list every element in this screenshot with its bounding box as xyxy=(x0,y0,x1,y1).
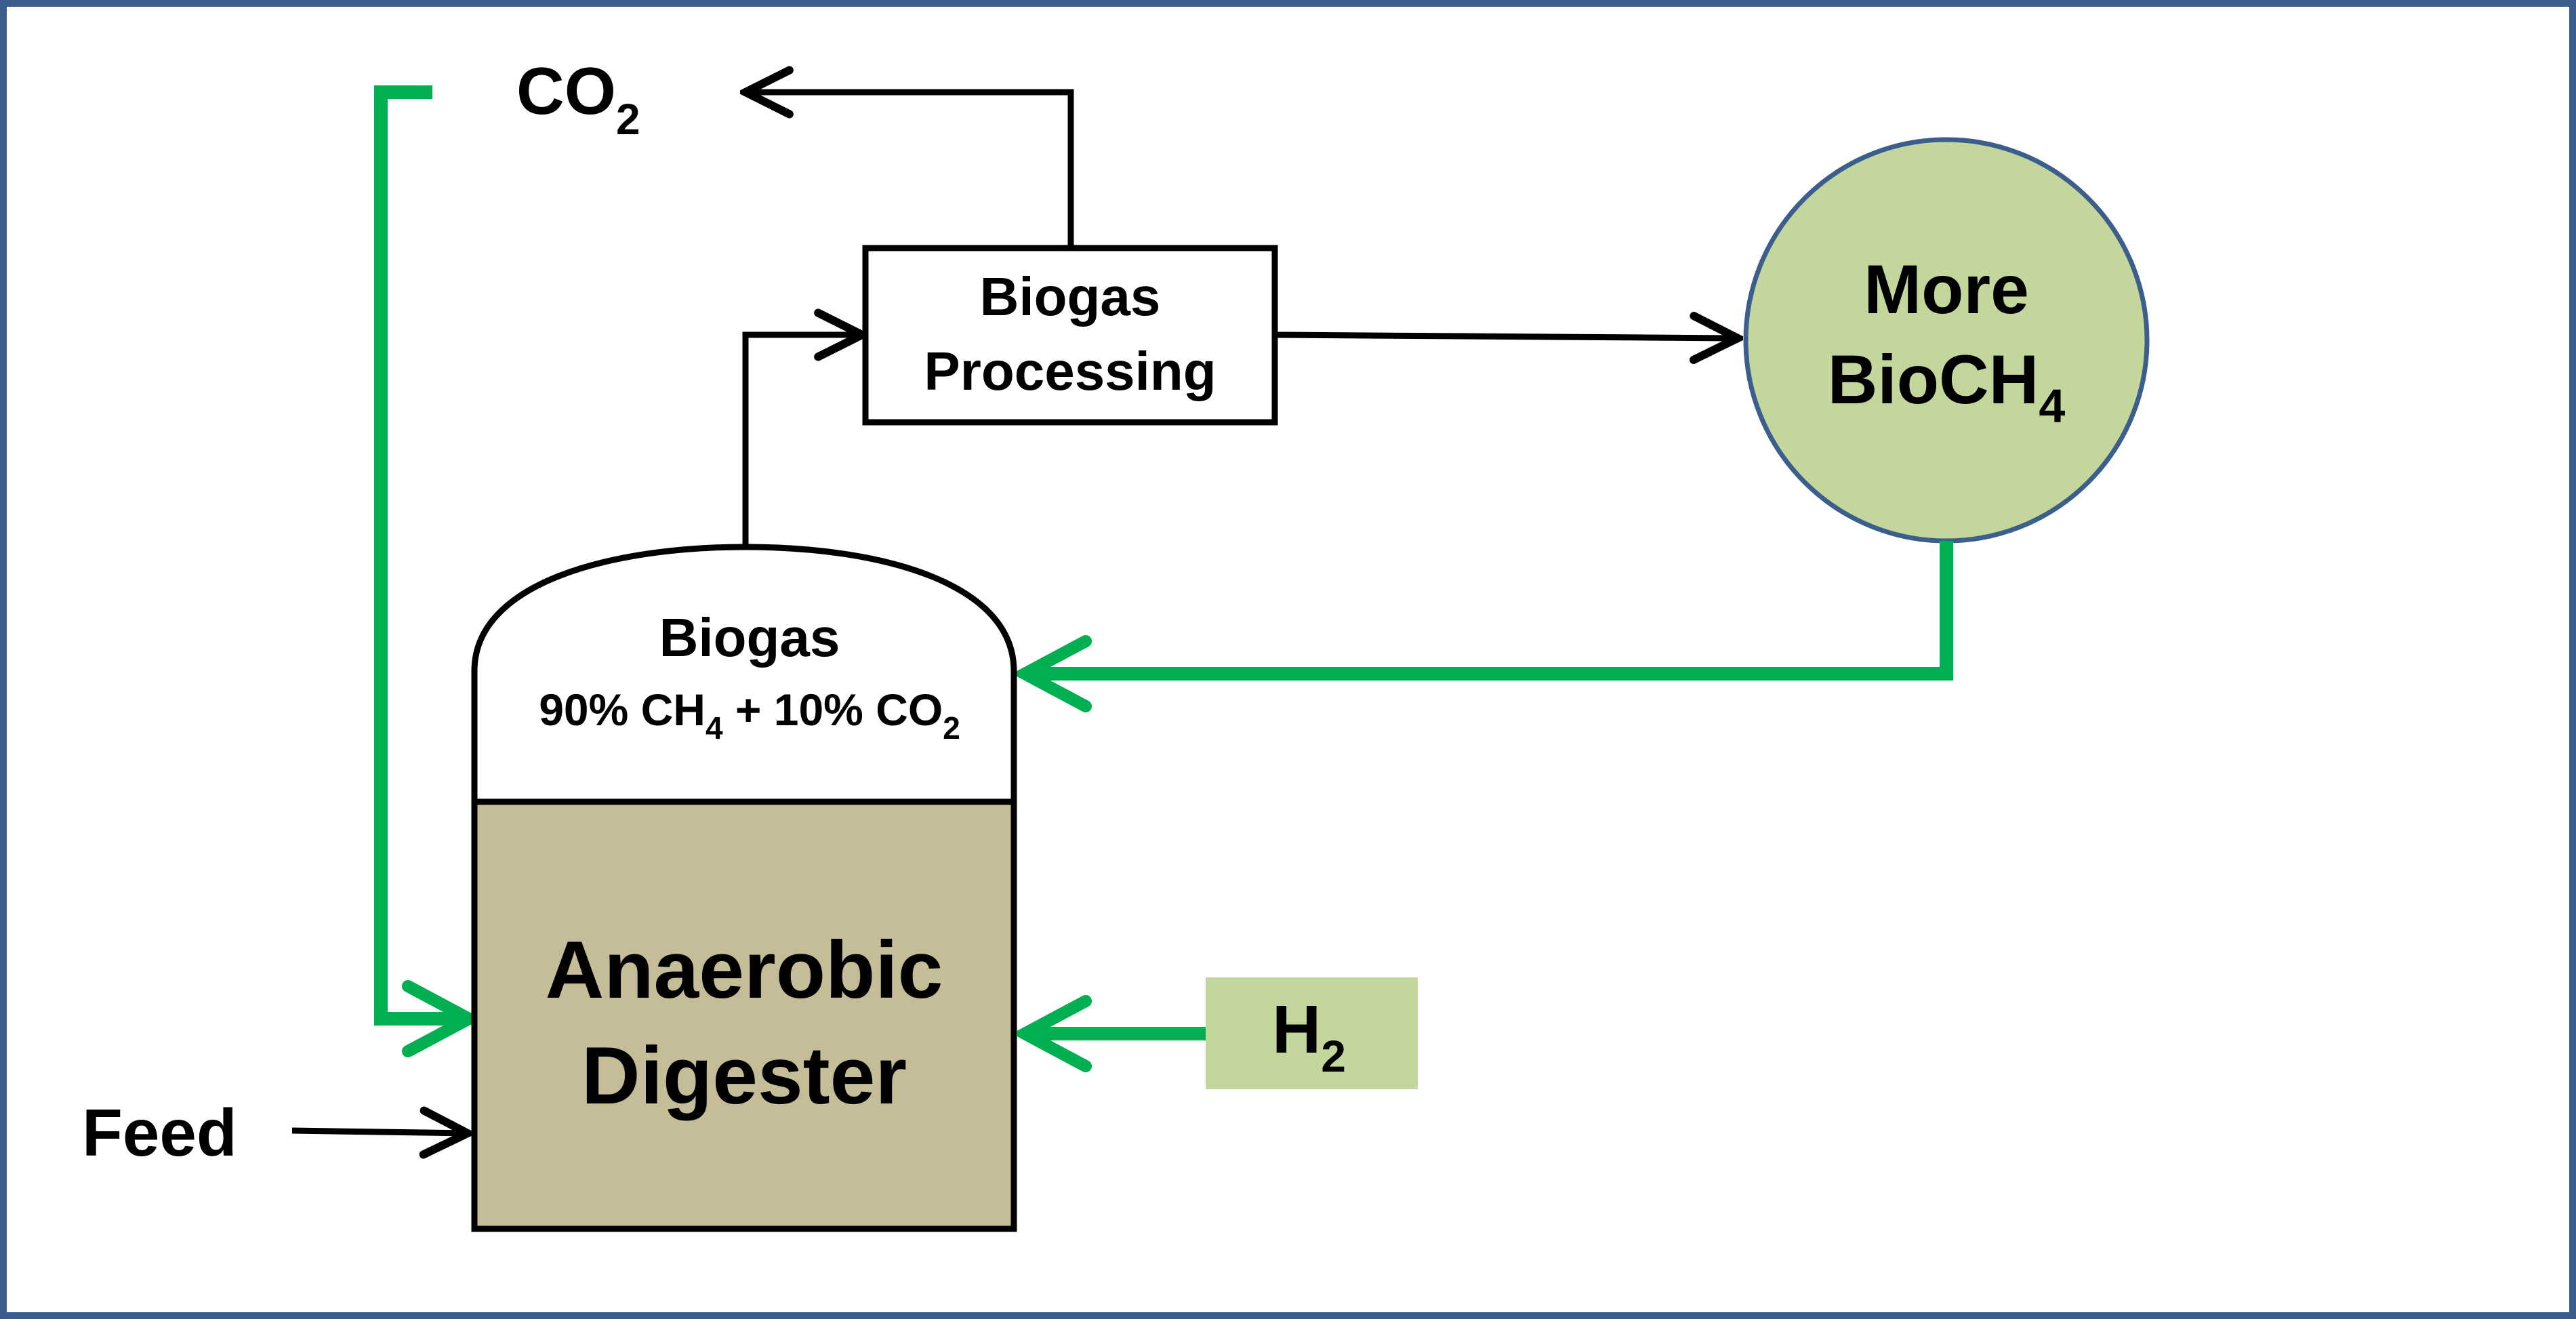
h2-label: H2 xyxy=(1272,992,1346,1081)
co2-recycle-flow xyxy=(374,85,469,1019)
feed-label: Feed xyxy=(82,1095,237,1170)
processing-label-1: Biogas xyxy=(980,266,1161,327)
digester-label-2: Digester xyxy=(581,1030,907,1121)
dome-composition: 90% CH4 + 10% CO2 xyxy=(539,685,960,746)
feed-to-digester-flow xyxy=(291,1131,468,1133)
digester-label-1: Anaerobic xyxy=(546,925,943,1015)
product-label-2: BioCH4 xyxy=(1828,341,2066,432)
co2-label: CO2 xyxy=(516,54,640,144)
product-label-1: More xyxy=(1864,251,2029,328)
biogas-to-processing-flow xyxy=(742,335,862,547)
biogas-processing-box: Biogas Processing xyxy=(862,245,1278,426)
co2-vent-flow xyxy=(745,92,1074,248)
processing-to-product-flow xyxy=(1274,335,1738,338)
biomethane-recycle-flow xyxy=(1025,541,1953,674)
dome-title: Biogas xyxy=(659,607,840,668)
anaerobic-digester: Anaerobic Digester xyxy=(471,798,1017,1232)
hydrogen-source: H2 xyxy=(1206,977,1418,1089)
processing-label-2: Processing xyxy=(924,341,1216,401)
biogas-dome: Biogas 90% CH4 + 10% CO2 xyxy=(471,544,1017,805)
more-biomethane-node: More BioCH4 xyxy=(1743,137,2150,544)
